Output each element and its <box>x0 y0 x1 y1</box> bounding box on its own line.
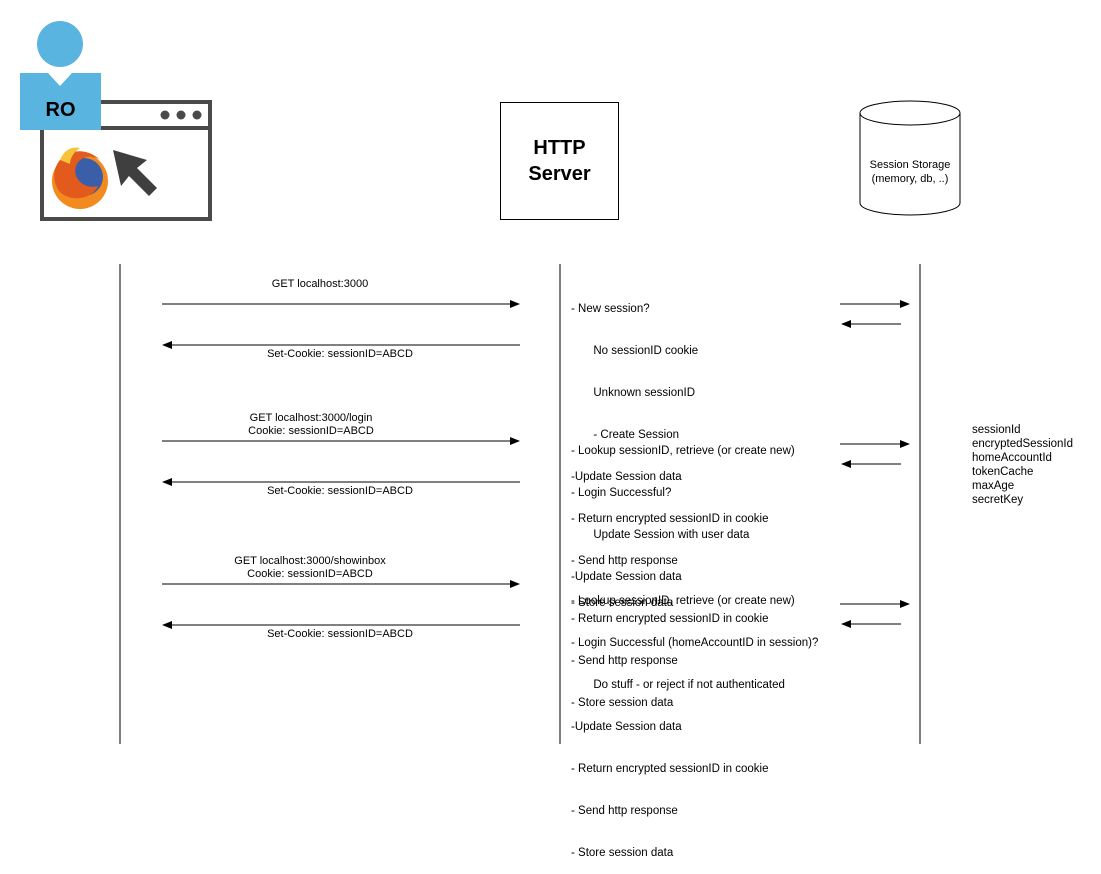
step-line: Update Session with user data <box>571 529 750 541</box>
server-processing-steps: - New session? No sessionID cookie Unkno… <box>571 274 769 624</box>
server-title-line2: Server <box>528 163 591 185</box>
step-line: - Send http response <box>571 555 678 567</box>
step-line: -Update Session data <box>571 721 682 733</box>
session-field: homeAccountId <box>972 452 1052 464</box>
user-icon <box>20 21 101 130</box>
step-line: - Return encrypted sessionID in cookie <box>571 763 769 775</box>
firefox-logo-icon <box>52 147 108 209</box>
step-line: - Store session data <box>571 597 674 609</box>
client-badge-label: RO <box>45 99 76 121</box>
session-field: maxAge <box>972 480 1015 492</box>
step-line: - Send http response <box>571 805 678 817</box>
step-line: - Send http response <box>571 655 678 667</box>
session-storage-label: Session Storage (memory, db, ..) <box>860 158 960 186</box>
session-field: secretKey <box>972 494 1024 506</box>
step-line: Unknown sessionID <box>571 387 695 399</box>
step-line: -Update Session data <box>571 471 682 483</box>
session-fields-list: sessionId encryptedSessionId homeAccount… <box>972 423 1073 507</box>
session-field: encryptedSessionId <box>972 438 1074 450</box>
request-label: GET localhost:3000/showinbox <box>234 555 386 567</box>
sequence-lines <box>20 21 961 744</box>
server-title-line1: HTTP <box>533 137 586 159</box>
step-line: Do stuff - or reject if not authenticate… <box>571 679 785 691</box>
step-line: - Lookup sessionID, retrieve (or create … <box>571 595 795 607</box>
request-cookie-label: Cookie: sessionID=ABCD <box>248 425 374 437</box>
session-field: sessionId <box>972 424 1021 436</box>
session-field: tokenCache <box>972 466 1034 478</box>
step-line: - Create Session <box>571 429 680 441</box>
server-processing-steps: - Lookup sessionID, retrieve (or create … <box>571 416 795 724</box>
storage-title-line2: (memory, db, ..) <box>871 173 949 185</box>
storage-title-line1: Session Storage <box>869 159 951 171</box>
response-label: Set-Cookie: sessionID=ABCD <box>267 628 413 640</box>
request-cookie-label: Cookie: sessionID=ABCD <box>247 568 373 580</box>
step-line: - Login Successful? <box>571 487 672 499</box>
response-label: Set-Cookie: sessionID=ABCD <box>267 348 413 360</box>
step-line: - Login Successful (homeAccountID in ses… <box>571 637 819 649</box>
step-line: - Lookup sessionID, retrieve (or create … <box>571 445 795 457</box>
step-line: -Update Session data <box>571 571 682 583</box>
storage-cylinder-icon <box>859 100 961 216</box>
http-server-box: HTTP Server <box>500 102 619 220</box>
step-line: - Store session data <box>571 697 674 709</box>
cursor-arrow-icon <box>113 150 157 196</box>
request-label: GET localhost:3000 <box>271 278 369 290</box>
step-line: - Store session data <box>571 847 674 859</box>
step-line: No sessionID cookie <box>571 345 699 357</box>
response-label: Set-Cookie: sessionID=ABCD <box>267 485 413 497</box>
step-line: - New session? <box>571 303 650 315</box>
request-label: GET localhost:3000/login <box>249 412 373 424</box>
step-line: - Return encrypted sessionID in cookie <box>571 613 769 625</box>
server-processing-steps: - Lookup sessionID, retrieve (or create … <box>571 566 818 874</box>
step-line: - Return encrypted sessionID in cookie <box>571 513 769 525</box>
